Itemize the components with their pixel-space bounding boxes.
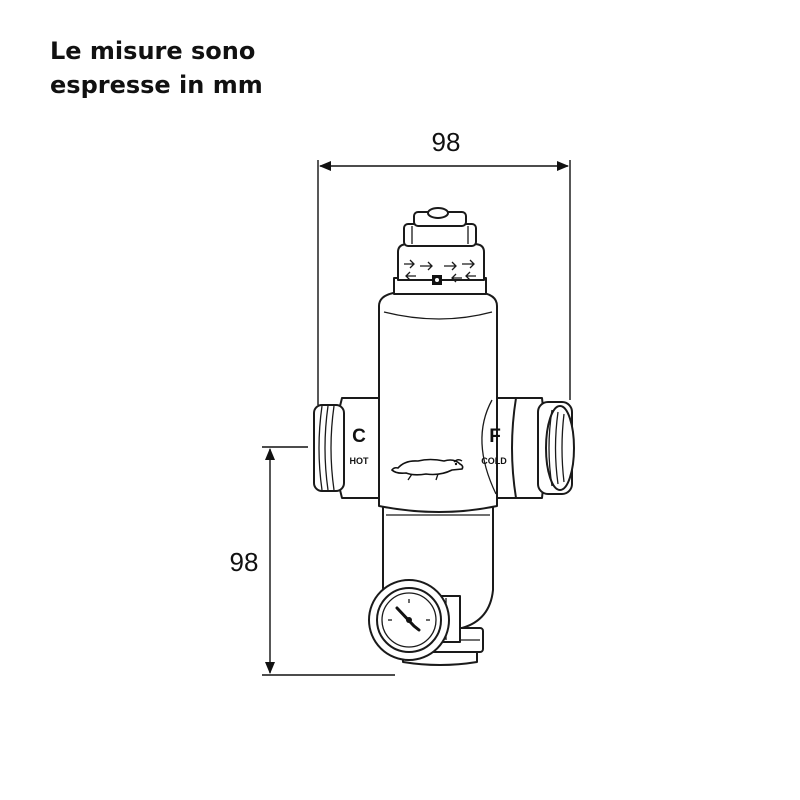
hot-port-letter: C	[352, 426, 366, 447]
units-note-line-2: espresse in mm	[50, 71, 263, 99]
mixing-valve: C HOT F COLD	[313, 207, 575, 666]
height-value: 98	[230, 547, 259, 577]
gauge-needle	[395, 606, 421, 632]
hot-port-label: HOT	[350, 456, 370, 466]
width-dimension: 98	[317, 127, 571, 405]
units-note: Le misure sono espresse in mm	[50, 34, 263, 102]
temperature-gauge	[368, 579, 461, 661]
cold-port-letter: F	[489, 426, 501, 447]
main-body	[378, 291, 498, 513]
width-value: 98	[432, 127, 461, 157]
units-note-line-1: Le misure sono	[50, 37, 256, 65]
rotation-arrows	[404, 259, 476, 283]
beaver-logo-icon	[390, 458, 464, 481]
temperature-cap	[393, 207, 487, 295]
height-dimension: 98	[230, 446, 395, 676]
cold-port-label: COLD	[481, 456, 507, 466]
hot-inlet	[313, 397, 387, 499]
